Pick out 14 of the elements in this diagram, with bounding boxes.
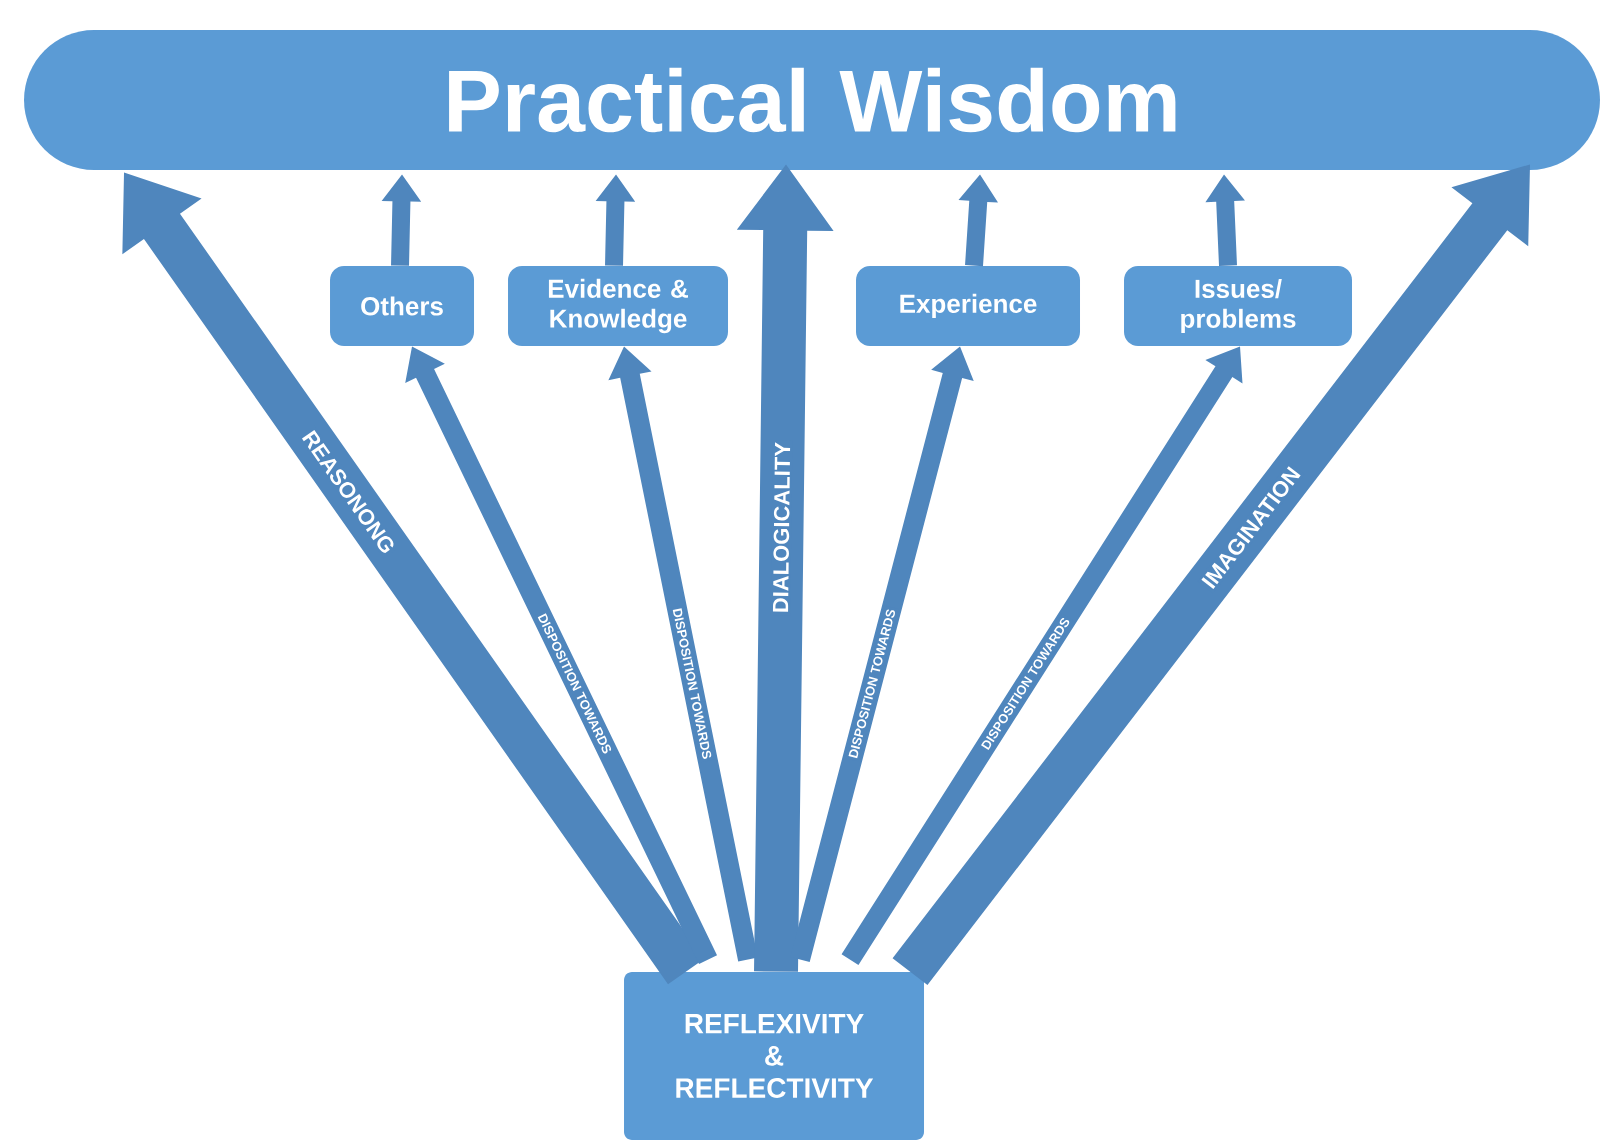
title-banner: Practical Wisdom bbox=[24, 30, 1600, 170]
arrow bbox=[1205, 174, 1245, 266]
concept-box: Experience bbox=[856, 266, 1080, 346]
concept-box: Evidence & Knowledge bbox=[508, 266, 728, 346]
arrow bbox=[892, 164, 1530, 985]
arrow bbox=[736, 164, 834, 972]
arrow bbox=[381, 174, 422, 266]
arrow bbox=[958, 174, 998, 267]
arrow bbox=[595, 174, 636, 266]
concept-box: REFLEXIVITY & REFLECTIVITY bbox=[624, 972, 924, 1140]
concept-box: Others bbox=[330, 266, 474, 346]
concept-box: Issues/ problems bbox=[1124, 266, 1352, 346]
edge-label: DIALOGICALITY bbox=[772, 442, 791, 612]
arrow bbox=[122, 172, 704, 985]
